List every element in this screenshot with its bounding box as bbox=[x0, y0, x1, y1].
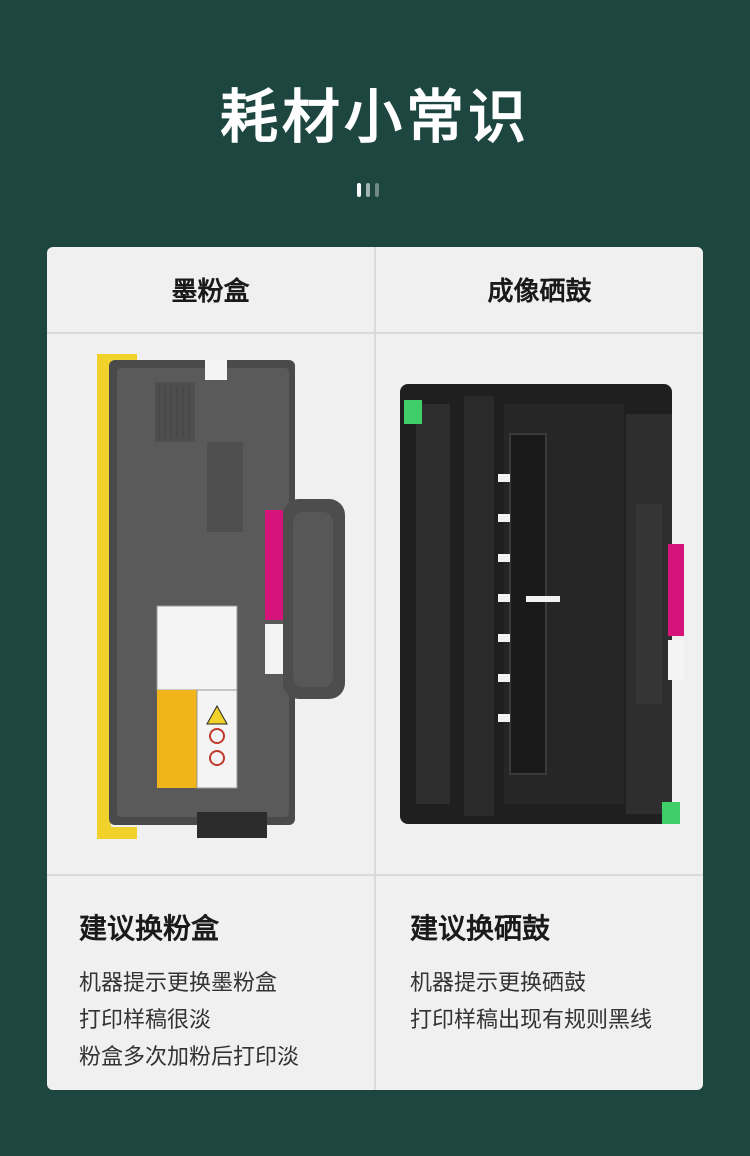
drum-advice-title: 建议换硒鼓 bbox=[410, 912, 551, 945]
column-divider bbox=[374, 247, 376, 1090]
indicator-dot-1 bbox=[357, 183, 361, 197]
list-item: 机器提示更换墨粉盒 bbox=[79, 971, 278, 996]
comparison-card: 墨粉盒 bbox=[47, 247, 703, 1090]
toner-cartridge-image bbox=[47, 334, 374, 874]
page-indicator bbox=[357, 183, 379, 197]
toner-cartridge-icon bbox=[97, 354, 345, 839]
drum-unit-icon bbox=[400, 384, 684, 824]
list-item: 打印样稿出现有规则黑线 bbox=[410, 1008, 653, 1033]
toner-advice-title: 建议换粉盒 bbox=[79, 912, 220, 945]
drum-advice-list: 机器提示更换硒鼓 打印样稿出现有规则黑线 bbox=[410, 965, 652, 1039]
indicator-dot-2 bbox=[366, 183, 370, 197]
list-item: 粉盒多次加粉后打印淡 bbox=[79, 1045, 300, 1070]
drum-unit-image bbox=[376, 334, 703, 874]
indicator-dot-3 bbox=[375, 183, 379, 197]
header-divider bbox=[47, 332, 703, 334]
drum-column-heading: 成像硒鼓 bbox=[487, 277, 592, 307]
image-divider bbox=[47, 874, 703, 876]
toner-advice-list: 机器提示更换墨粉盒 打印样稿很淡 粉盒多次加粉后打印淡 bbox=[79, 965, 299, 1076]
toner-column-heading: 墨粉盒 bbox=[171, 277, 250, 307]
page-title: 耗材小常识 bbox=[219, 83, 530, 151]
list-item: 机器提示更换硒鼓 bbox=[410, 971, 587, 996]
list-item: 打印样稿很淡 bbox=[79, 1008, 212, 1033]
